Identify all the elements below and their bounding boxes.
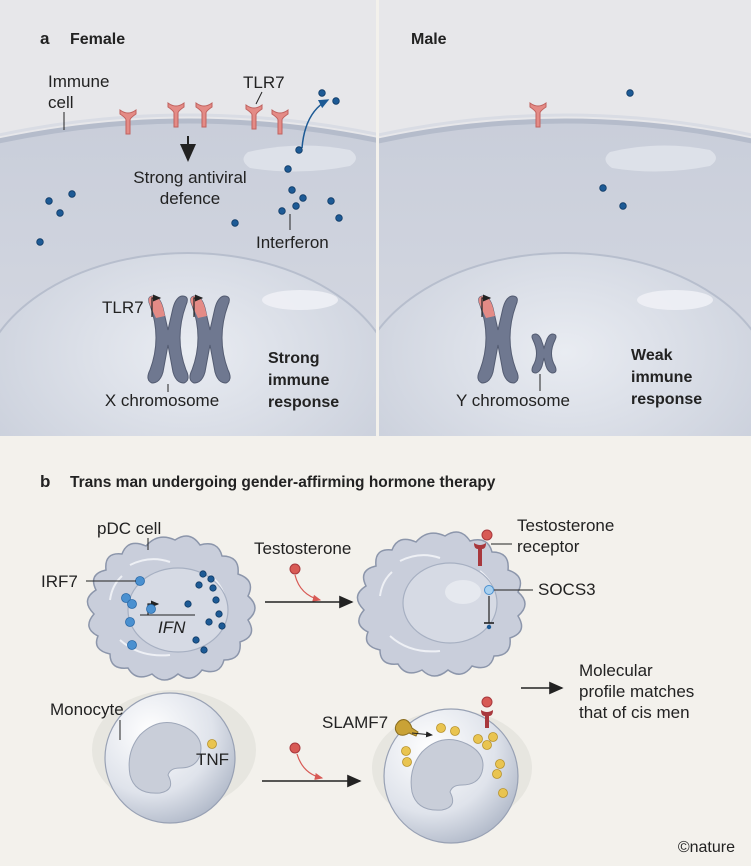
outcome-label-line1: Molecular: [579, 661, 653, 680]
interferon-molecules-male: [599, 89, 634, 210]
testosterone-receptor-pdc: [474, 529, 493, 566]
testosterone-receptor-label-line1: Testosterone: [517, 516, 614, 535]
strong-defence-label-line1: Strong antiviral: [133, 168, 246, 187]
pdc-nucleus: [127, 567, 229, 653]
x-chromosome-right: [189, 295, 231, 384]
tlr7-receptor-label: TLR7: [243, 73, 285, 92]
female-immune-cell: [0, 113, 376, 436]
weak-response-line3: response: [631, 391, 702, 408]
interferon-secretion-arrow: [301, 99, 330, 149]
strong-response-line1: Strong: [268, 350, 320, 367]
y-chromosome-label: Y chromosome: [456, 391, 570, 410]
male-heading: Male: [411, 31, 447, 48]
x-chromosome-label: X chromosome: [105, 391, 219, 410]
weak-response-line2: immune: [631, 369, 692, 386]
panel-divider: [376, 0, 379, 436]
x-chromosome-pair: [147, 295, 231, 384]
tlr7-gene-activation-mark-2: [193, 294, 204, 317]
testosterone-binding-arrow-bottom: [296, 753, 324, 781]
tlr7-gene-activation-mark-1: [151, 294, 162, 317]
interferon-label: Interferon: [256, 233, 329, 252]
pdc-after-nucleus: [402, 562, 498, 644]
male-x-chromosome: [477, 295, 519, 384]
outcome-label-line3: that of cis men: [579, 703, 690, 722]
panel-a-letter: a: [40, 29, 50, 48]
panel-b-letter: b: [40, 472, 50, 491]
ifn-label: IFN: [158, 618, 186, 637]
tlr7-gene-label: TLR7: [102, 298, 144, 317]
weak-response-line1: Weak: [631, 347, 673, 364]
ifn-molecules: [184, 570, 226, 654]
testosterone-receptor-label-line2: receptor: [517, 537, 580, 556]
tlr7-leader-line: [255, 91, 263, 105]
immune-cell-label-line2: cell: [48, 93, 74, 112]
nature-credit: ©nature: [678, 839, 735, 856]
pdc-cell-before: [86, 535, 256, 681]
slamf7-label: SLAMF7: [322, 713, 388, 732]
interferon-molecules-female: [36, 89, 343, 246]
tlr7-receptor-male: [529, 102, 547, 128]
y-chromosome: [531, 333, 557, 374]
strong-defence-label-line2: defence: [160, 189, 221, 208]
tnf-molecule: [207, 739, 217, 749]
irf7-label: IRF7: [41, 572, 78, 591]
pdc-cell-after: [356, 531, 526, 677]
tnf-label: TNF: [196, 750, 229, 769]
strong-response-line3: response: [268, 394, 339, 411]
female-heading: Female: [70, 31, 125, 48]
monocyte-label: Monocyte: [50, 700, 124, 719]
tlr7-receptors-female: [119, 102, 289, 135]
slamf7-arrow: [411, 731, 433, 738]
male-immune-cell: [379, 113, 751, 436]
testosterone-molecule-top: [289, 563, 301, 575]
strong-response-line2: immune: [268, 372, 329, 389]
immune-cell-label-line1: Immune: [48, 72, 109, 91]
male-chromosomes: [477, 295, 557, 384]
outcome-label-line2: profile matches: [579, 682, 694, 701]
socs3-label: SOCS3: [538, 580, 596, 599]
tnf-molecules-after: [401, 723, 508, 798]
x-chromosome-left: [147, 295, 189, 384]
male-tlr7-activation-mark: [481, 294, 492, 317]
testosterone-binding-arrow-top: [294, 574, 322, 602]
monocyte-before: [92, 690, 256, 824]
panel-b-title: Trans man undergoing gender-affirming ho…: [70, 474, 496, 491]
testosterone-label: Testosterone: [254, 539, 351, 558]
testosterone-molecule-bottom: [289, 742, 301, 754]
pdc-cell-label: pDC cell: [97, 519, 161, 538]
socs3-molecule: [484, 585, 494, 595]
irf7-molecules: [121, 576, 156, 650]
inhibited-ifn-molecule: [486, 624, 492, 630]
testosterone-receptor-monocyte: [481, 696, 493, 728]
